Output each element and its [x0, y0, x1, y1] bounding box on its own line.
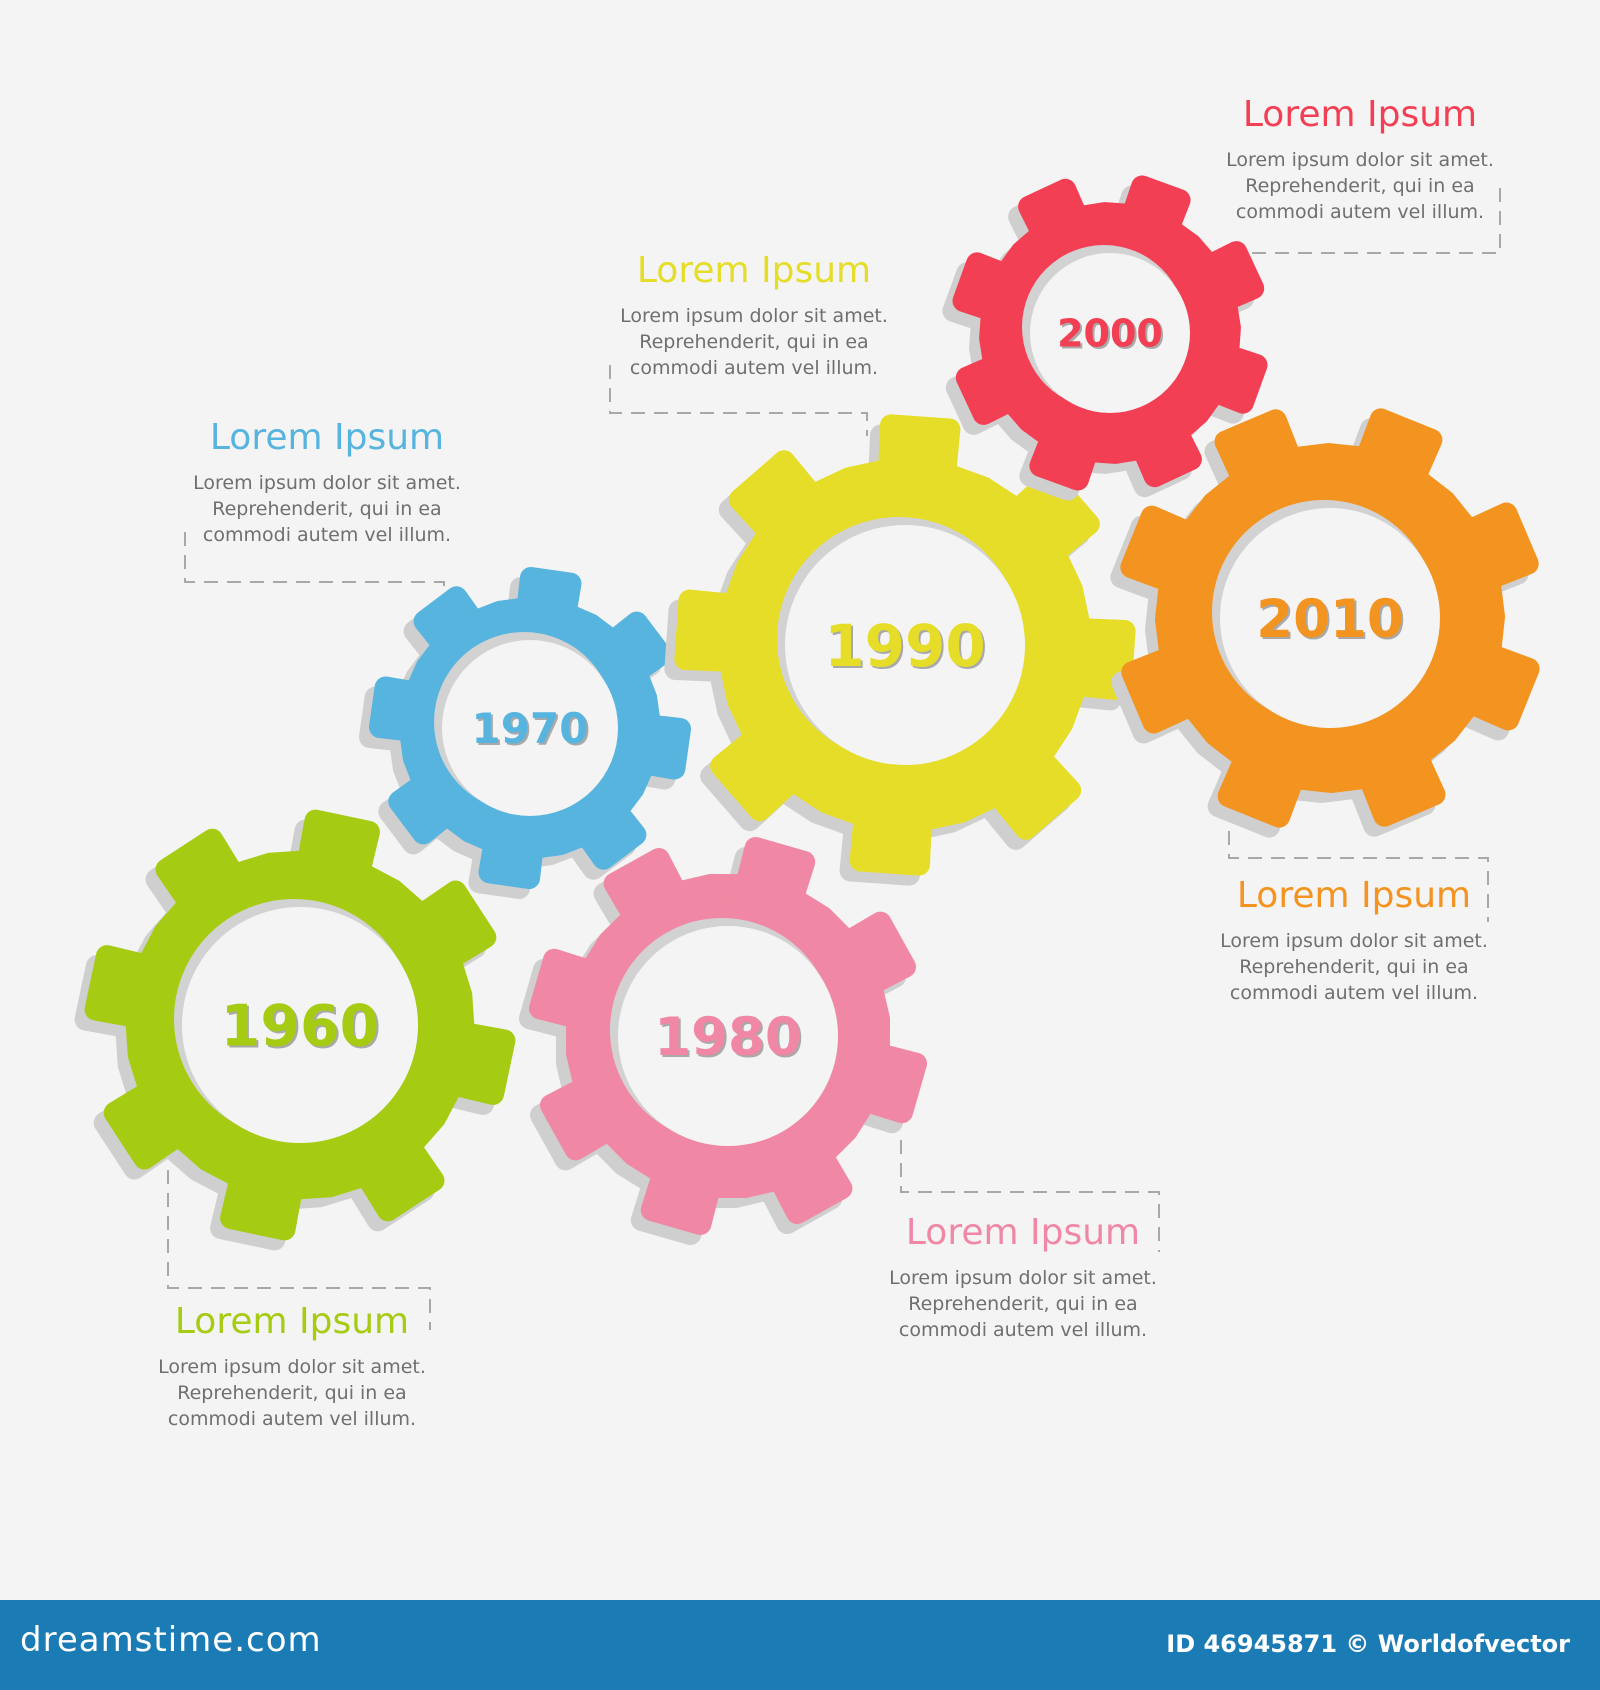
year-label-2010: 2010: [1256, 589, 1404, 650]
label-body-2000: Lorem ipsum dolor sit amet. Reprehenderi…: [1226, 149, 1494, 223]
label-title-1970: Lorem Ipsum: [209, 417, 445, 458]
year-shadow-1970: 1970: [474, 706, 591, 755]
label-1960: Lorem Ipsum Lorem ipsum dolor sit amet. …: [142, 1300, 442, 1432]
gear-hole-1980: [618, 926, 838, 1146]
year-shadow-1980: 1980: [656, 1009, 804, 1070]
label-2000: Lorem Ipsum Lorem ipsum dolor sit amet. …: [1210, 93, 1510, 225]
gears-layer: 1960196019701970198019801990199020002000…: [74, 175, 1540, 1330]
connector-1990: [609, 365, 868, 436]
year-label-2000: 2000: [1057, 312, 1163, 356]
label-body-1980: Lorem ipsum dolor sit amet. Reprehenderi…: [889, 1267, 1157, 1341]
label-1970: Lorem Ipsum Lorem ipsum dolor sit amet. …: [177, 416, 477, 548]
label-title-1990: Lorem Ipsum: [636, 250, 872, 291]
label-1980: Lorem Ipsum Lorem ipsum dolor sit amet. …: [873, 1211, 1173, 1343]
label-title-1980: Lorem Ipsum: [905, 1212, 1141, 1253]
connector-1980: [900, 1140, 1160, 1252]
label-title-2000: Lorem Ipsum: [1242, 94, 1478, 135]
footer-id: ID 46945871 © Worldofvector: [1166, 1630, 1570, 1658]
year-label-1960: 1960: [221, 994, 380, 1060]
connector-1960: [167, 1170, 431, 1330]
gear-hole-2000: [1030, 253, 1190, 413]
connector-1970: [184, 532, 445, 605]
label-body-2010: Lorem ipsum dolor sit amet. Reprehenderi…: [1220, 930, 1488, 1004]
label-2010: Lorem Ipsum Lorem ipsum dolor sit amet. …: [1204, 874, 1504, 1006]
label-title-2010: Lorem Ipsum: [1236, 875, 1472, 916]
year-label-1990: 1990: [824, 612, 985, 680]
year-shadow-2010: 2010: [1258, 591, 1406, 652]
label-body-1970: Lorem ipsum dolor sit amet. Reprehenderi…: [193, 472, 461, 546]
year-shadow-1990: 1990: [826, 614, 987, 682]
label-title-1960: Lorem Ipsum: [174, 1301, 410, 1342]
year-label-1970: 1970: [472, 704, 589, 753]
gear-hole-1960: [182, 907, 418, 1143]
footer-brand: dreamstime.com: [20, 1620, 322, 1660]
year-label-1980: 1980: [654, 1007, 802, 1068]
footer-bar: dreamstime.com ID 46945871 © Worldofvect…: [0, 1600, 1600, 1690]
year-shadow-2000: 2000: [1059, 314, 1165, 358]
label-body-1960: Lorem ipsum dolor sit amet. Reprehenderi…: [158, 1356, 426, 1430]
connector-2010: [1228, 808, 1489, 922]
label-1990: Lorem Ipsum Lorem ipsum dolor sit amet. …: [604, 249, 904, 381]
year-shadow-1960: 1960: [223, 996, 382, 1062]
gear-hole-2010: [1220, 508, 1440, 728]
label-body-1990: Lorem ipsum dolor sit amet. Reprehenderi…: [620, 305, 888, 379]
gear-hole-1970: [442, 640, 618, 816]
gear-hole-1990: [785, 525, 1025, 765]
